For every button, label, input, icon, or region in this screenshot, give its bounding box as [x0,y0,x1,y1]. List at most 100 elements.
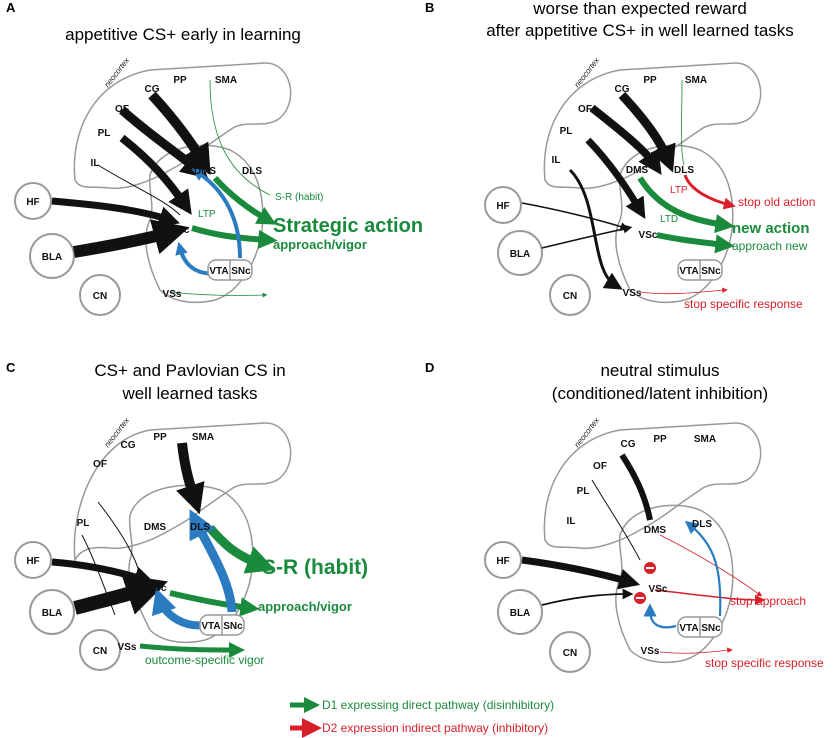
cn-node [549,631,591,673]
pl-label: PL [560,126,573,137]
sma-label: SMA [215,75,237,86]
dms-label: DMS [644,525,667,536]
bla-label: BLA [42,608,63,619]
sr-habit-label: S-R (habit) [262,556,368,579]
dls-label: DLS [242,166,262,177]
of-to-dms-arrow [119,106,209,179]
sma-label: SMA [685,75,707,86]
vss-label: VSs [163,289,182,300]
dls-label: DLS [190,522,210,533]
panel-b: B worse than expected reward after appet… [425,0,815,316]
panel-d: D neutral stimulus (conditioned/latent i… [425,360,824,673]
new-action-label: new action [732,220,810,237]
bla-to-vsc-arrow [541,588,634,606]
hf-to-vsc-arrow [51,558,156,587]
hf-node [484,186,522,224]
cg-label: CG [615,84,630,95]
hf-label: HF [26,197,39,208]
stop-specific-label: stop specific response [684,297,803,311]
il-label: IL [552,155,561,166]
panel-title-line2: (conditioned/latent inhibition) [552,384,768,403]
vss-stop-arrow [659,647,733,654]
hf-node [14,182,52,220]
vsc-label: VSc [639,230,658,241]
dls-label: DLS [674,165,694,176]
sma-label: SMA [694,434,716,445]
approach-vigor-label: approach/vigor [258,599,352,614]
panel-title-line1: CS+ and Pavlovian CS in [94,361,285,380]
snc-to-dms-arrow [191,168,242,259]
bla-label: BLA [510,608,531,619]
bla-node [29,589,75,635]
strategic-action-label: Strategic action [273,215,423,237]
sma-to-dls-green [209,79,271,196]
dms-output-arrow [212,176,277,225]
approach-new-label: approach new [732,239,808,253]
neocortex-label: neocortex [102,55,131,89]
striatum-outline [615,504,734,664]
sma-to-dls-arrow [176,442,205,515]
ltp-annotation: LTP [670,185,688,196]
panel-title-line2: after appetitive CS+ in well learned tas… [486,21,794,40]
panel-letter: B [425,0,434,15]
stop-specific-label: stop specific response [705,656,824,670]
hf-to-vsc-arrow [521,202,630,231]
cg-to-dms-arrow [618,91,676,173]
vta-to-vsc-arrow [643,603,677,629]
cortex-outline [543,422,762,550]
approach-vigor-label: approach/vigor [273,237,367,252]
sr-annotation: S-R (habit) [275,192,323,203]
panel-letter: C [6,360,16,375]
bla-node [29,233,75,279]
il-to-vss-arrow [568,168,623,290]
stop-approach-label: stop approach [730,594,806,608]
panel-title-line1: neutral stimulus [600,361,719,380]
pp-label: PP [643,75,657,86]
cn-node [79,274,121,316]
hf-label: HF [496,201,509,212]
vss-stop-arrow [639,287,728,295]
cn-label: CN [563,648,577,659]
dms-label: DMS [626,165,649,176]
striatum-outline [145,144,264,304]
vsc-output-arrow [656,232,735,254]
neocortex-label: neocortex [572,55,601,89]
panel-a: A appetitive CS+ early in learning neoco… [6,0,423,316]
bla-node [497,589,543,635]
pl-to-vss-arrow [81,534,116,616]
vsc-label: VSc [148,583,167,594]
vsc-label: VSc [171,225,190,236]
vta-label: VTA [679,266,698,277]
vsc-output-arrow [191,225,278,250]
bla-to-vsc-arrow [72,219,190,258]
vta-label: VTA [209,266,228,277]
dms-label: DMS [194,166,217,177]
cortex-outline [73,62,292,190]
snc-to-dms-arrow [684,520,722,617]
vsc-stop-arrow [654,589,766,606]
stop-old-action-label: stop old action [738,195,815,209]
panel-c: C CS+ and Pavlovian CS in well learned t… [6,360,368,671]
bla-node [497,230,543,276]
dls-label: DLS [692,519,712,530]
sma-to-dls-green [681,79,685,166]
vta-label: VTA [201,621,220,632]
dms-label: DMS [144,522,167,533]
panel-title: appetitive CS+ early in learning [65,25,301,44]
d2-legend-label: D2 expression indirect pathway (inhibito… [322,721,548,735]
cn-label: CN [563,291,577,302]
vss-label: VSs [623,288,642,299]
cn-label: CN [93,646,107,657]
sma-label: SMA [192,432,214,443]
vss-label: VSs [641,646,660,657]
d1-legend-label: D1 expressing direct pathway (disinhibit… [322,698,554,712]
vss-output-arrow [139,641,246,658]
legend: D1 expressing direct pathway (disinhibit… [290,696,554,738]
hf-label: HF [26,556,39,567]
vsc-output-arrow [169,590,260,617]
cg-label: CG [621,439,636,450]
vss-output-arrow [169,291,268,298]
ltd-annotation: LTD [660,214,678,225]
vss-label: VSs [118,642,137,653]
